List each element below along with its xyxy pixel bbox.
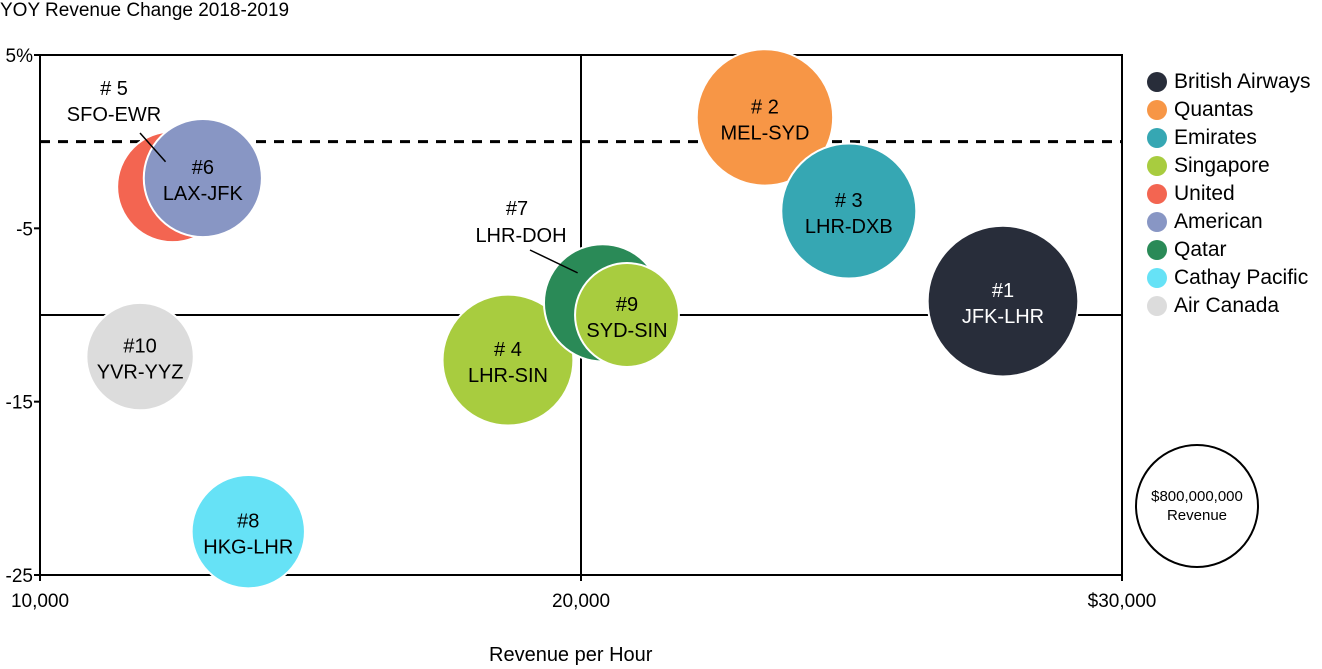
legend-label: Qatar [1174, 238, 1227, 261]
bubble-lhr-sin [441, 293, 575, 427]
legend-item: United [1147, 180, 1311, 208]
y-tick-label: -5 [16, 219, 33, 240]
bubble-rank-label: # 3 [835, 190, 863, 212]
legend-label: British Airways [1174, 70, 1311, 93]
bubble-route-label: JFK-LHR [962, 306, 1044, 328]
y-tick-label: 5% [6, 46, 34, 67]
size-key-amount: $800,000,000 [1151, 488, 1243, 505]
bubble-rank-label: #9 [616, 294, 638, 316]
leader-line [139, 132, 167, 163]
legend-label: Singapore [1174, 154, 1270, 177]
bubble-mel-syd [695, 48, 835, 187]
legend-swatch [1147, 184, 1167, 204]
bubble-route-label: LHR-SIN [468, 365, 548, 387]
y-tick-label: -15 [6, 393, 33, 414]
bubble-route-label: HKG-LHR [203, 537, 293, 559]
bubble-rank-label: #6 [192, 157, 214, 179]
legend-item: Cathay Pacific [1147, 264, 1311, 292]
bubble-route-label: LAX-JFK [163, 183, 244, 205]
bubble-rank-label: # 5 [100, 78, 128, 100]
legend-label: Air Canada [1174, 294, 1280, 317]
legend-swatch [1147, 128, 1167, 148]
x-tick-label: 10,000 [11, 591, 69, 612]
legend-item: Qatar [1147, 236, 1311, 264]
bubble-rank-label: #1 [992, 280, 1014, 302]
legend-item: American [1147, 208, 1311, 236]
leader-line [529, 249, 578, 274]
legend-label: American [1174, 210, 1263, 233]
size-key-caption: Revenue [1166, 507, 1228, 524]
chart-title: YOY Revenue Change 2018-2019 [0, 0, 290, 21]
legend-item: Singapore [1147, 152, 1311, 180]
bubble-rank-label: #8 [237, 511, 259, 533]
legend-label: Emirates [1174, 126, 1257, 149]
x-tick-label: 20,000 [552, 591, 610, 612]
legend-item: Emirates [1147, 124, 1311, 152]
legend-label: Cathay Pacific [1174, 266, 1309, 289]
legend-swatch [1147, 240, 1167, 260]
bubble-route-label: YVR-YYZ [97, 362, 184, 384]
legend-label: Quantas [1174, 98, 1254, 121]
bubble-yvr-yyz [85, 301, 195, 412]
bubble-jfk-lhr [926, 224, 1080, 378]
bubble-hkg-lhr [190, 474, 306, 590]
bubble-size-key: $800,000,000 Revenue [1135, 444, 1259, 568]
legend-swatch [1147, 100, 1167, 120]
bubble-route-label: SFO-EWR [67, 104, 161, 126]
bubble-lhr-dxb [780, 142, 918, 280]
bubble-rank-label: # 2 [751, 96, 779, 118]
legend-label: United [1174, 182, 1235, 205]
legend-item: Quantas [1147, 96, 1311, 124]
legend-swatch [1147, 296, 1167, 316]
legend-swatch [1147, 268, 1167, 288]
bubble-route-label: LHR-DOH [475, 225, 566, 247]
x-axis-label: Revenue per Hour [489, 644, 653, 666]
bubble-route-label: LHR-DXB [805, 216, 893, 238]
legend-swatch [1147, 72, 1167, 92]
bubble-route-label: SYD-SIN [586, 320, 667, 342]
bubble-syd-sin [574, 262, 680, 368]
legend-swatch [1147, 156, 1167, 176]
bubble-rank-label: # 4 [494, 339, 522, 361]
bubble-rank-label: #10 [123, 336, 156, 358]
bubble-route-label: MEL-SYD [720, 122, 809, 144]
x-tick-label: $30,000 [1088, 591, 1157, 612]
legend-item: Air Canada [1147, 292, 1311, 320]
legend-swatch [1147, 212, 1167, 232]
bubble-rank-label: #7 [506, 198, 528, 220]
y-tick-label: -25 [6, 566, 33, 587]
legend-item: British Airways [1147, 68, 1311, 96]
bubble-lax-jfk [142, 118, 263, 239]
